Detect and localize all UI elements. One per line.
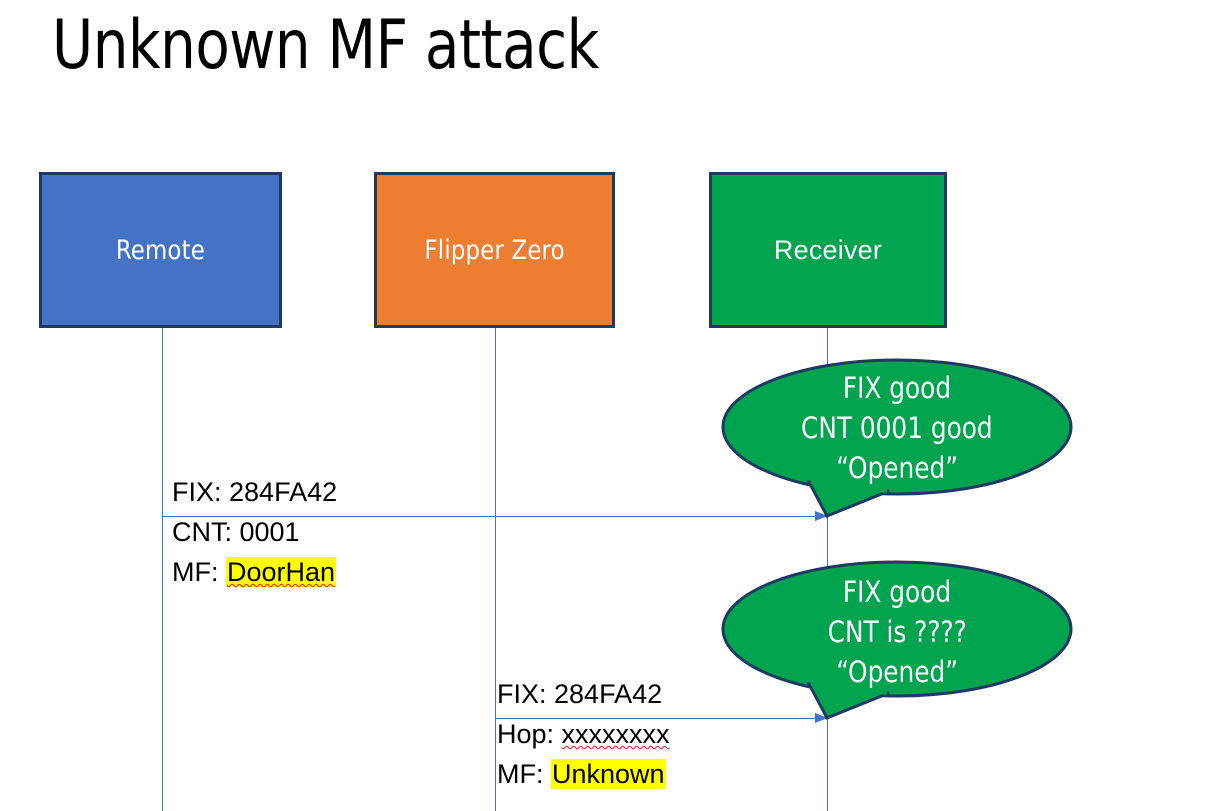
actor-label-remote: Remote <box>115 234 206 266</box>
actor-label-receiver: Receiver <box>773 234 883 265</box>
message-line-fix-2-prefix: FIX: <box>497 679 555 709</box>
message-arrow-flipper-to-receiver <box>495 713 828 723</box>
actor-label-flipper-zero: Flipper Zero <box>424 234 565 266</box>
message-line-hop: Hop: xxxxxxxx <box>497 714 670 754</box>
message-line-hop-prefix: Hop: <box>497 719 562 749</box>
message-line-cnt: CNT: 0001 <box>172 512 337 552</box>
actor-box-receiver[interactable]: Receiver <box>709 172 947 328</box>
message-line-fix: FIX: 284FA42 <box>172 472 337 512</box>
message-line-mf-2-value: Unknown <box>551 759 666 789</box>
message-line-cnt-value: 0001 <box>239 517 300 547</box>
speech-bubble-shape-2 <box>721 560 1073 720</box>
page-title: Unknown MF attack <box>52 6 599 85</box>
speech-bubble-receiver-2: FIX good CNT is ???? “Opened” <box>721 560 1073 722</box>
message-line-mf-2-prefix: MF: <box>497 759 551 789</box>
message-line-mf-2: MF: Unknown <box>497 754 670 794</box>
message-arrow-remote-to-receiver <box>162 511 828 521</box>
message-line-mf-value: DoorHan <box>226 557 337 587</box>
message-label-flipper-to-receiver: FIX: 284FA42 Hop: xxxxxxxx MF: Unknown <box>497 674 670 794</box>
message-line-mf-prefix: MF: <box>172 557 226 587</box>
message-line-fix-prefix: FIX: <box>172 477 230 507</box>
lifeline-remote <box>162 328 163 811</box>
message-label-remote-to-receiver: FIX: 284FA42 CNT: 0001 MF: DoorHan <box>172 472 337 592</box>
message-line-hop-value: xxxxxxxx <box>561 719 670 749</box>
message-line-cnt-prefix: CNT: <box>172 517 240 547</box>
speech-bubble-shape-1 <box>721 358 1073 518</box>
actor-box-remote[interactable]: Remote <box>39 172 282 328</box>
speech-bubble-receiver-1: FIX good CNT 0001 good “Opened” <box>721 358 1073 520</box>
message-line-fix-2: FIX: 284FA42 <box>497 674 670 714</box>
message-line-fix-2-value: 284FA42 <box>554 679 663 709</box>
message-line-mf: MF: DoorHan <box>172 552 337 592</box>
message-line-fix-value: 284FA42 <box>229 477 338 507</box>
lifeline-flipper-zero <box>495 328 496 811</box>
actor-box-flipper-zero[interactable]: Flipper Zero <box>374 172 615 328</box>
